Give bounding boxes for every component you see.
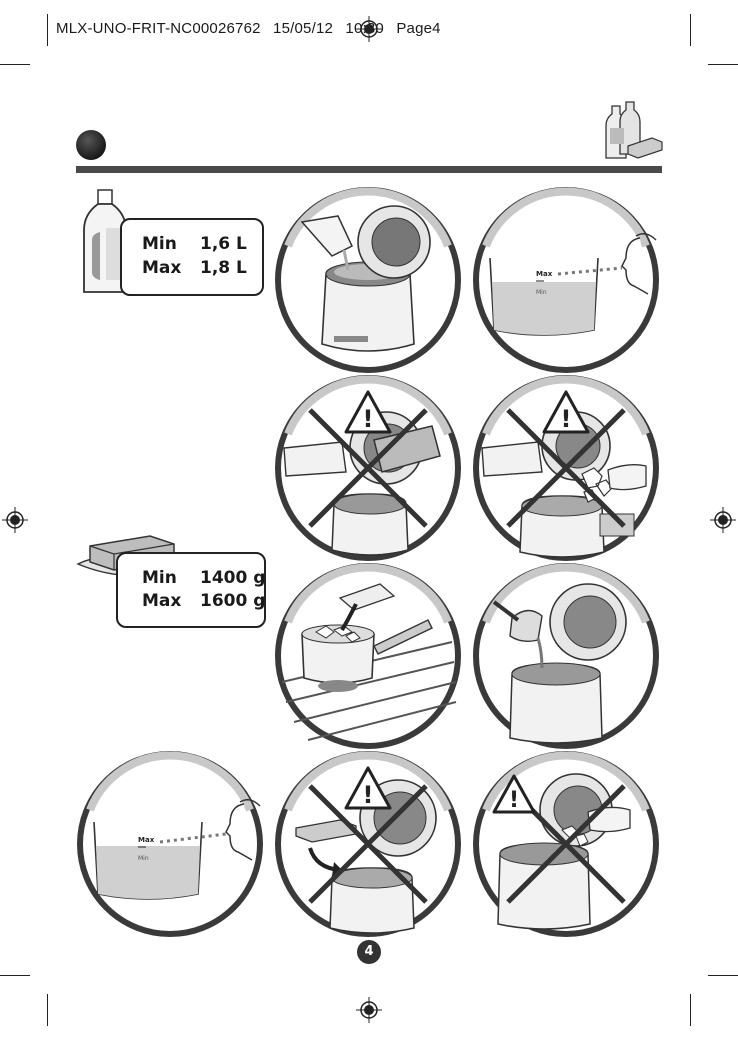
fat-max-label: Max — [142, 591, 182, 611]
page-number: 4 — [357, 940, 381, 964]
bowl-min-mark: Min — [138, 855, 149, 862]
crop-mark — [0, 64, 30, 65]
print-date: 15/05/12 — [273, 20, 334, 37]
oil-max-label: Max — [142, 258, 182, 278]
bowl-max-mark: Max — [536, 270, 553, 278]
crop-mark — [0, 975, 30, 976]
crop-mark — [690, 14, 691, 46]
svg-text:!: ! — [561, 405, 572, 433]
section-bullet — [76, 130, 106, 160]
crop-mark — [690, 994, 691, 1026]
page-label: Page4 — [396, 20, 441, 37]
registration-mark-icon — [2, 507, 28, 533]
step-pour-oil — [275, 187, 461, 373]
step-pour-melted-fat — [473, 563, 659, 749]
registration-mark-icon — [356, 997, 382, 1023]
step-warning-fat-in-basket: ! — [275, 751, 461, 937]
registration-mark-icon — [710, 507, 736, 533]
step-check-fat-level: Max Min — [77, 751, 263, 937]
svg-text:!: ! — [363, 405, 374, 433]
fat-min-label: Min — [142, 568, 177, 588]
oil-min-value: 1,6 L — [200, 234, 247, 254]
crop-mark — [708, 64, 738, 65]
fat-min-value: 1400 g — [200, 568, 266, 588]
print-header: MLX-UNO-FRIT-NC00026762 15/05/12 10:30 P… — [56, 20, 449, 37]
oil-and-fat-icon — [605, 101, 663, 159]
crop-mark — [708, 975, 738, 976]
crop-mark — [47, 14, 48, 46]
svg-text:!: ! — [509, 788, 519, 813]
bowl-min-mark: Min — [536, 289, 547, 296]
oil-max-value: 1,8 L — [200, 258, 247, 278]
step-warning-melt-in-fryer: ! — [473, 751, 659, 937]
bowl-max-mark: Max — [138, 836, 155, 844]
section-rule — [76, 166, 662, 173]
oil-quantity-box: Min 1,6 L Max 1,8 L — [120, 218, 264, 296]
step-check-oil-level: Max Min — [473, 187, 659, 373]
oil-min-label: Min — [142, 234, 177, 254]
step-warning-lid: ! — [275, 375, 461, 561]
crop-mark — [47, 994, 48, 1026]
registration-mark-icon — [356, 16, 382, 42]
step-melt-fat-saucepan — [275, 563, 461, 749]
svg-text:!: ! — [363, 781, 374, 809]
fat-quantity-box: Min 1400 g Max 1600 g — [116, 552, 266, 628]
fat-max-value: 1600 g — [200, 591, 266, 611]
doc-code: MLX-UNO-FRIT-NC00026762 — [56, 20, 261, 37]
step-warning-solid-fat: ! — [473, 375, 659, 561]
